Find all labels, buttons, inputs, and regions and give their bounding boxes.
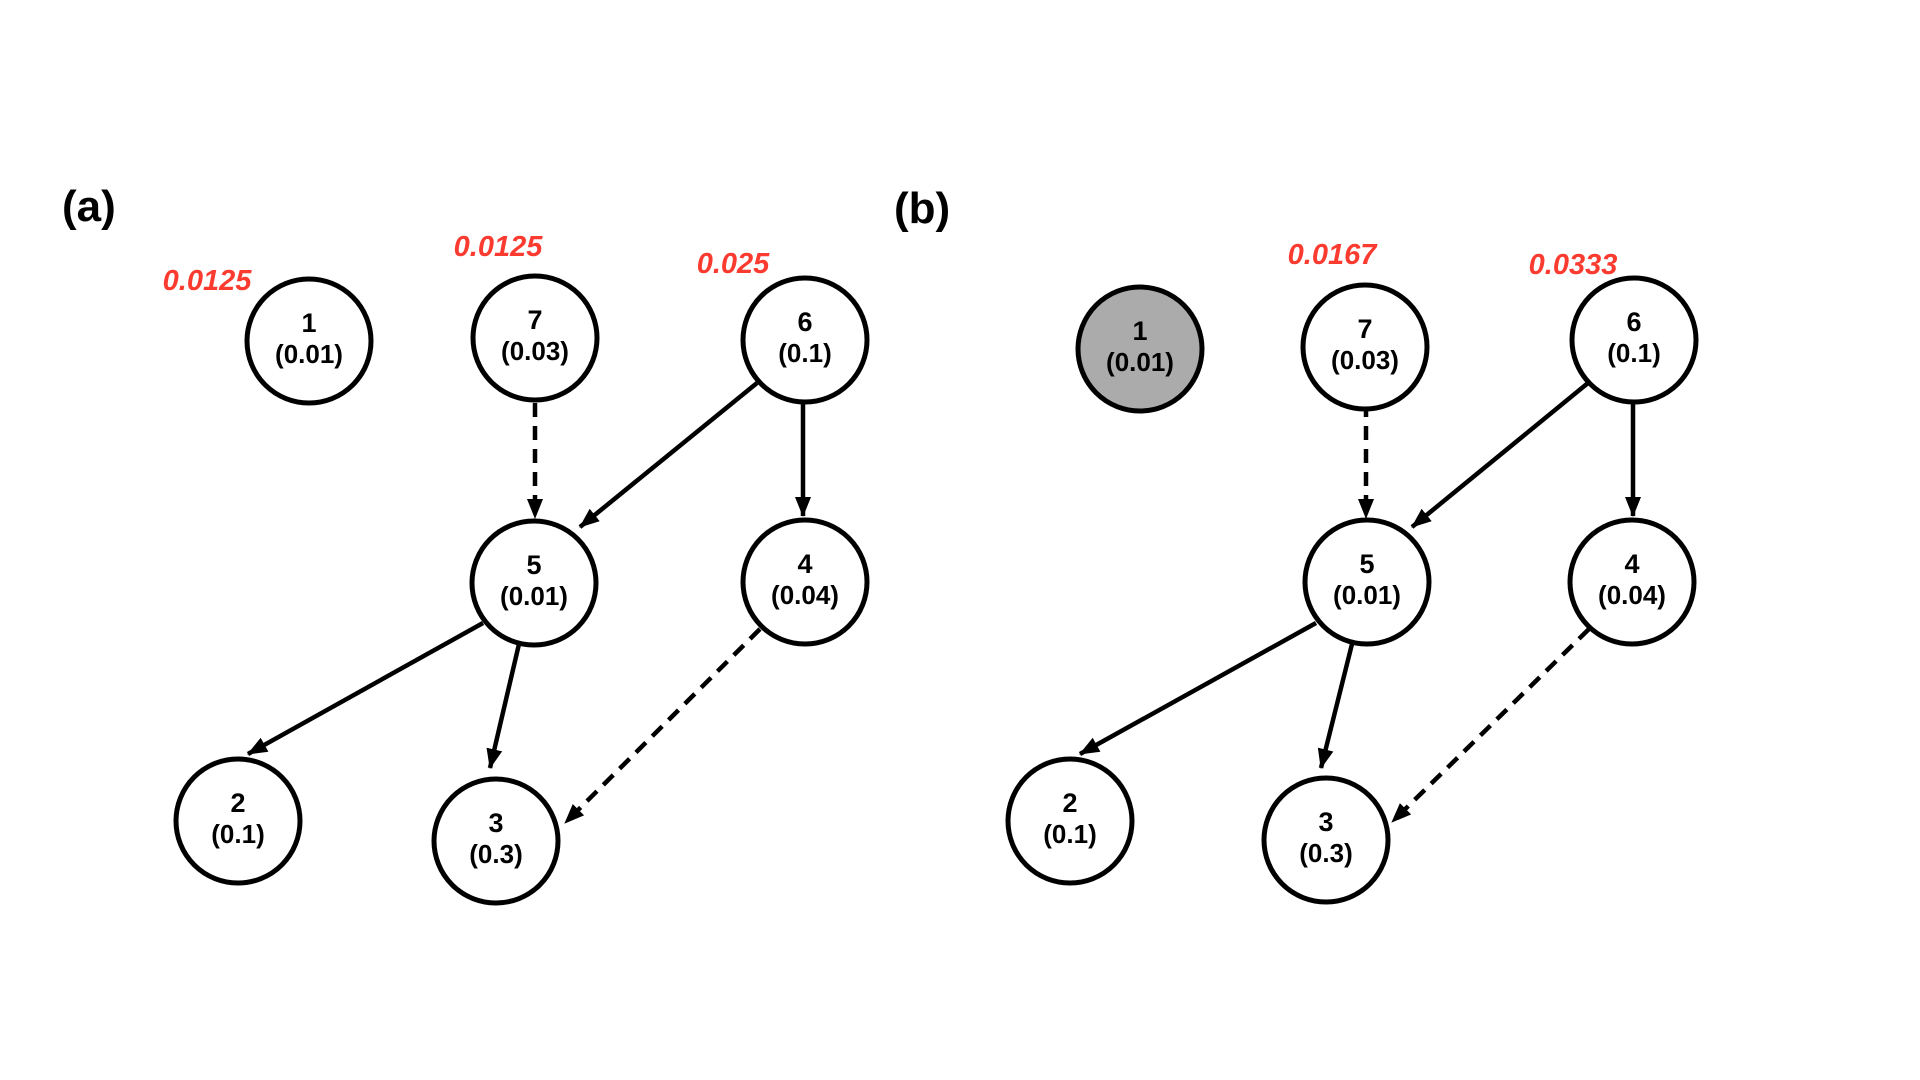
- node-circle-a-1: [244, 276, 374, 406]
- panel-label-b: (b): [894, 184, 950, 233]
- node-circle-a-5: [469, 518, 599, 648]
- node-id-label-a-3: 3: [488, 808, 503, 838]
- edge-b-4-to-3: [1390, 627, 1591, 824]
- node-value-label-a-1: (0.01): [275, 339, 343, 369]
- node-id-label-a-1: 1: [301, 308, 316, 338]
- rate-label-a-node7: 0.0125: [454, 231, 544, 263]
- rate-label-a-node1: 0.0125: [163, 265, 253, 297]
- node-circle-a-2: [173, 756, 303, 886]
- node-value-label-b-1: (0.01): [1106, 347, 1174, 377]
- node-value-label-a-6: (0.1): [778, 338, 831, 368]
- edge-a-5-to-2: [246, 621, 485, 756]
- node-value-label-b-7: (0.03): [1331, 345, 1399, 375]
- graph-node-b-2: 2(0.1): [1005, 756, 1135, 886]
- graph-node-b-3: 3(0.3): [1261, 775, 1391, 905]
- node-id-label-b-3: 3: [1318, 807, 1333, 837]
- node-id-label-a-4: 4: [797, 549, 812, 579]
- node-value-label-b-5: (0.01): [1333, 580, 1401, 610]
- graph-node-a-6: 6(0.1): [740, 275, 870, 405]
- node-circle-b-7: [1300, 282, 1430, 412]
- edge-b-5-to-3: [1317, 643, 1355, 769]
- node-value-label-a-3: (0.3): [469, 839, 522, 869]
- node-id-label-b-7: 7: [1357, 314, 1372, 344]
- rate-label-a-node6: 0.025: [697, 248, 770, 280]
- graph-node-b-7: 7(0.03): [1300, 282, 1430, 412]
- node-value-label-b-2: (0.1): [1043, 819, 1096, 849]
- edge-a-4-to-3: [563, 627, 762, 825]
- panel-a: (a)0.01250.01250.0251(0.01)7(0.03)6(0.1)…: [62, 182, 870, 906]
- graph-node-b-4: 4(0.04): [1567, 517, 1697, 647]
- node-id-label-a-7: 7: [527, 305, 542, 335]
- node-value-label-a-2: (0.1): [211, 819, 264, 849]
- graph-node-b-1: 1(0.01): [1075, 284, 1205, 414]
- graph-node-a-7: 7(0.03): [470, 273, 600, 403]
- node-value-label-a-4: (0.04): [771, 580, 839, 610]
- node-id-label-b-2: 2: [1062, 788, 1077, 818]
- graph-node-a-2: 2(0.1): [173, 756, 303, 886]
- graph-node-a-5: 5(0.01): [469, 518, 599, 648]
- edge-a-6-to-5: [578, 381, 759, 529]
- node-id-label-b-1: 1: [1132, 316, 1147, 346]
- node-value-label-a-5: (0.01): [500, 581, 568, 611]
- node-circle-b-4: [1567, 517, 1697, 647]
- node-value-label-a-7: (0.03): [501, 336, 569, 366]
- node-id-label-b-6: 6: [1626, 307, 1641, 337]
- node-id-label-a-6: 6: [797, 307, 812, 337]
- node-circle-b-6: [1569, 275, 1699, 405]
- graph-node-a-4: 4(0.04): [740, 517, 870, 647]
- node-circle-a-7: [470, 273, 600, 403]
- node-circle-a-6: [740, 275, 870, 405]
- node-id-label-a-2: 2: [230, 788, 245, 818]
- node-circle-b-3: [1261, 775, 1391, 905]
- edge-a-5-to-3: [486, 643, 522, 769]
- node-circle-b-2: [1005, 756, 1135, 886]
- node-value-label-b-6: (0.1): [1607, 338, 1660, 368]
- node-value-label-b-4: (0.04): [1598, 580, 1666, 610]
- node-circle-b-5: [1302, 517, 1432, 647]
- edge-b-6-to-5: [1410, 381, 1590, 529]
- rate-label-b-node7: 0.0167: [1288, 239, 1379, 271]
- node-circle-a-3: [431, 776, 561, 906]
- graph-node-a-3: 3(0.3): [431, 776, 561, 906]
- rate-label-b-node6: 0.0333: [1529, 249, 1618, 281]
- edge-b-5-to-2: [1078, 621, 1318, 756]
- panel-label-a: (a): [62, 182, 116, 231]
- graph-node-a-1: 1(0.01): [244, 276, 374, 406]
- node-value-label-b-3: (0.3): [1299, 838, 1352, 868]
- graph-node-b-6: 6(0.1): [1569, 275, 1699, 405]
- node-id-label-b-5: 5: [1359, 549, 1374, 579]
- node-circle-b-1: [1075, 284, 1205, 414]
- node-circle-a-4: [740, 517, 870, 647]
- node-id-label-a-5: 5: [526, 550, 541, 580]
- node-id-label-b-4: 4: [1624, 549, 1639, 579]
- graph-node-b-5: 5(0.01): [1302, 517, 1432, 647]
